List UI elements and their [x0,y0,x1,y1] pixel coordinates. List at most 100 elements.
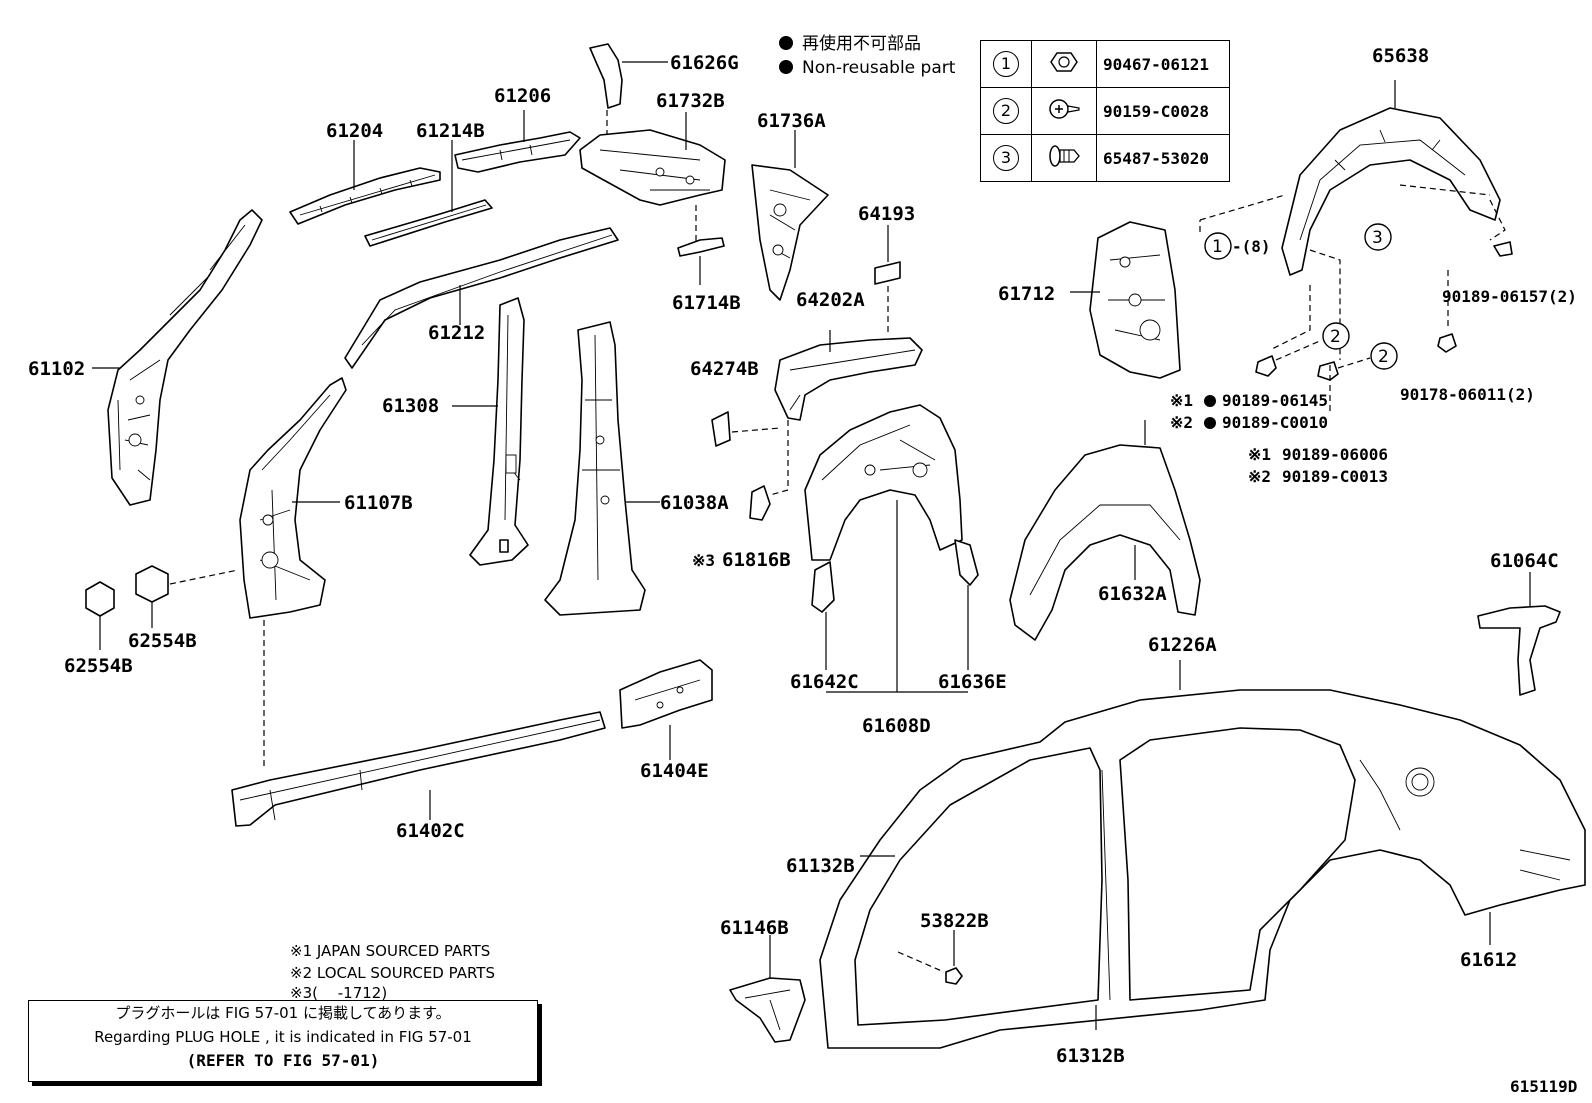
part-61714B-drawing [677,237,725,285]
label-90189-06145: 90189-06145 [1222,391,1328,410]
part-61038A-drawing [544,321,646,616]
label-61732B: 61732B [656,90,725,112]
fastener-legend-table: 1 90467-06121 2 90159-C0028 3 65487-5302… [980,40,1230,182]
part-labels: 61626G 61732B 61206 61204 61214B 61736A … [28,33,1577,1096]
label-90189-C0010: 90189-C0010 [1222,413,1328,432]
callout-1: 1 [1212,237,1223,257]
label-64193: 64193 [858,203,915,225]
callout-3: 3 [1372,228,1383,248]
part-61712-drawing [1070,221,1181,379]
fasteners [1255,241,1513,412]
legend-num: 3 [993,145,1019,171]
leader-lines [92,61,831,503]
part-61632A-drawing [1009,420,1201,641]
part-61404E-drawing [619,659,713,760]
label-64274B: 64274B [690,358,759,380]
callout-1-qty: -(8) [1232,237,1271,256]
callout-2b: 2 [1378,347,1389,367]
note-japan-sourced: ※1 JAPAN SOURCED PARTS [290,942,490,960]
part-61204-drawing [289,167,441,225]
label-65638: 65638 [1372,45,1429,67]
label-62554B-a: 62554B [128,630,197,652]
plug-hole-note-en: Regarding PLUG HOLE , it is indicated in… [94,1028,472,1046]
part-65638-drawing [1199,80,1506,360]
figure-id: 615119D [1510,1077,1577,1096]
legend-row: 3 65487-53020 [980,134,1230,182]
label-61816B: 61816B [722,549,791,571]
label-61064C: 61064C [1490,550,1559,572]
label-61226A: 61226A [1148,634,1217,656]
part-61206-drawing [454,131,581,173]
label-61038A: 61038A [660,492,729,514]
part-64193-drawing [874,225,901,335]
label-61107B: 61107B [344,492,413,514]
label-61146B: 61146B [720,917,789,939]
nut-icon [1031,40,1097,88]
label-61642C: 61642C [790,671,859,693]
part-61212-drawing [344,227,619,369]
part-61732B-drawing [579,129,726,245]
part-61107B-drawing [239,377,347,619]
part-61402C-drawing [231,711,606,827]
mark-1b: ※1 [1248,445,1271,464]
label-61214B: 61214B [416,120,485,142]
label-61608D: 61608D [862,715,931,737]
legend-row: 2 90159-C0028 [980,87,1230,135]
part-61102-drawing [107,209,263,506]
label-61206: 61206 [494,85,551,107]
label-62554B-b: 62554B [64,655,133,677]
clip-icon [1031,134,1097,182]
screw-icon [1031,87,1097,135]
plug-hole-note-jp: プラグホールは FIG 57-01 に掲載してあります。 [115,1004,451,1022]
label-61636E: 61636E [938,671,1007,693]
label-61404E: 61404E [640,760,709,782]
part-body-side-outer-drawing [819,660,1586,1049]
label-61312B: 61312B [1056,1045,1125,1067]
label-61132B: 61132B [786,855,855,877]
part-61308-drawing [469,297,529,566]
label-61212: 61212 [428,322,485,344]
part-61214B-drawing [364,199,493,247]
part-61636E-drawing [954,539,979,670]
legend-non-reusable-jp: 再使用不可部品 [802,33,921,54]
label-61102: 61102 [28,358,85,380]
label-61204: 61204 [326,120,383,142]
part-61146B-drawing [729,935,806,1043]
label-90189-C0013: 90189-C0013 [1282,467,1388,486]
note-3: ※3( -1712) [290,984,387,1002]
part-64274B-drawing [711,411,781,447]
part-61064C-drawing [1477,572,1561,696]
label-61308: 61308 [382,395,439,417]
label-61402C: 61402C [396,820,465,842]
label-61612: 61612 [1460,949,1517,971]
plug-hole-refer: (REFER TO FIG 57-01) [186,1051,380,1070]
label-90189-06157: 90189-06157(2) [1442,287,1577,306]
legend-row: 1 90467-06121 [980,40,1230,88]
legend-part: 65487-53020 [1096,134,1230,182]
callout-2a: 2 [1330,327,1341,347]
label-61736A: 61736A [757,110,826,132]
label-61712: 61712 [998,283,1055,305]
part-64202A-drawing [769,337,923,496]
note-local-sourced: ※2 LOCAL SOURCED PARTS [290,964,495,982]
label-61626G: 61626G [670,52,739,74]
label-61714B: 61714B [672,292,741,314]
part-61816B-drawing [749,485,771,521]
legend-num: 2 [993,98,1019,124]
label-61632A: 61632A [1098,583,1167,605]
label-64202A: 64202A [796,289,865,311]
mark-1a: ※1 [1170,391,1193,410]
legend-num: 1 [993,51,1019,77]
legend-part: 90467-06121 [1096,40,1230,88]
label-61816B-mark: ※3 [692,551,715,570]
part-61608D-drawing [804,404,963,692]
part-62554B-plugs [85,565,265,770]
label-53822B: 53822B [920,910,989,932]
label-90178-06011: 90178-06011(2) [1400,385,1535,404]
label-90189-06006: 90189-06006 [1282,445,1388,464]
legend-non-reusable-en: Non-reusable part [802,58,956,78]
legend-part: 90159-C0028 [1096,87,1230,135]
part-61626G-drawing [589,43,623,140]
